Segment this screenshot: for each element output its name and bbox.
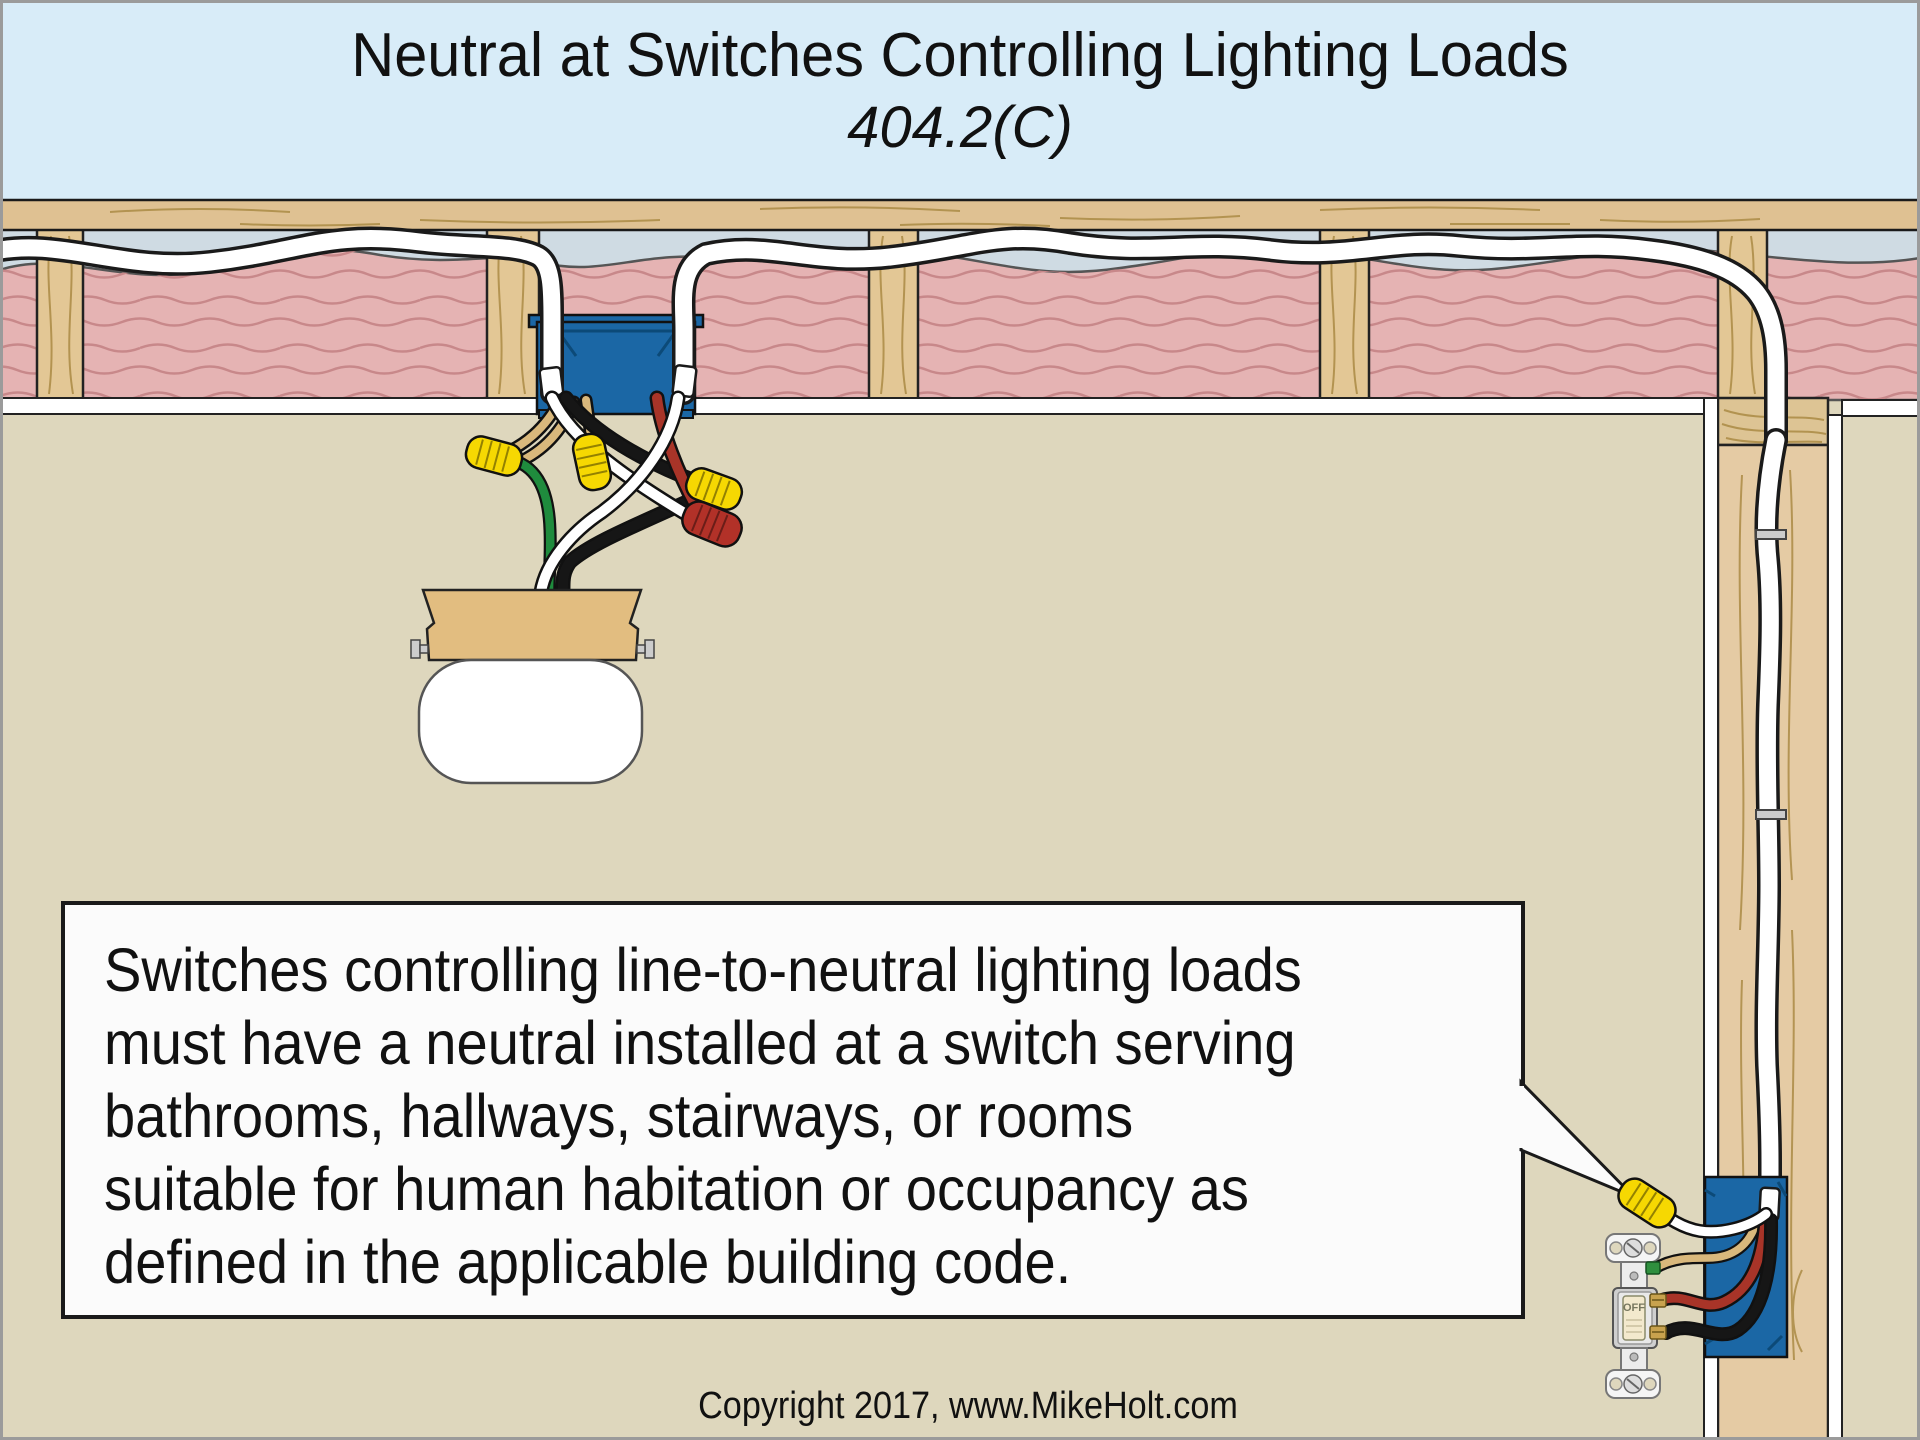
wire-nut-red (681, 500, 743, 548)
cable-staple (1755, 809, 1787, 820)
callout-line: defined in the applicable building code. (104, 1228, 1072, 1296)
copyright-text: Copyright 2017, www.MikeHolt.com (698, 1385, 1238, 1427)
cable-staple (1755, 529, 1787, 540)
switch-wires (1650, 1213, 1779, 1342)
board-grain (109, 206, 1761, 227)
callout-bubble (61, 901, 1636, 1319)
cable-sheath-tips (538, 364, 698, 400)
ceiling-drywall-right (1841, 399, 1920, 417)
brass-terminal-screws (1649, 1293, 1667, 1340)
callout-line: bathrooms, hallways, stairways, or rooms (104, 1082, 1134, 1150)
switch-off-label: OFF (1623, 1302, 1645, 1314)
fixture-globe (417, 658, 644, 785)
light-fixture (410, 588, 655, 785)
page-title: Neutral at Switches Controlling Lighting… (351, 21, 1569, 90)
callout-line: must have a neutral installed at a switc… (104, 1009, 1296, 1077)
ground-screw-green (1645, 1261, 1661, 1275)
callout-line: suitable for human habitation or occupan… (104, 1155, 1249, 1223)
wire-nut-yellow (571, 432, 613, 492)
insulation-batts (0, 246, 1920, 402)
fixture-canopy (421, 588, 643, 662)
canopy-screw (410, 639, 655, 659)
sky-title-band (0, 0, 1920, 200)
wire-nut-yellow (464, 435, 524, 477)
switch-toggle (1622, 1295, 1646, 1341)
ceiling-drywall-left (0, 397, 1705, 415)
light-switch (1605, 1233, 1661, 1399)
nm-cable-runs (0, 226, 1788, 1220)
callout-text: Switches controlling line-to-neutral lig… (104, 934, 1302, 1299)
callout-line: Switches controlling line-to-neutral lig… (104, 936, 1302, 1004)
code-section-subtitle: 404.2(C) (847, 95, 1073, 160)
wire-nut-yellow (1617, 1177, 1677, 1229)
wall-drywall-right (1827, 414, 1843, 1440)
